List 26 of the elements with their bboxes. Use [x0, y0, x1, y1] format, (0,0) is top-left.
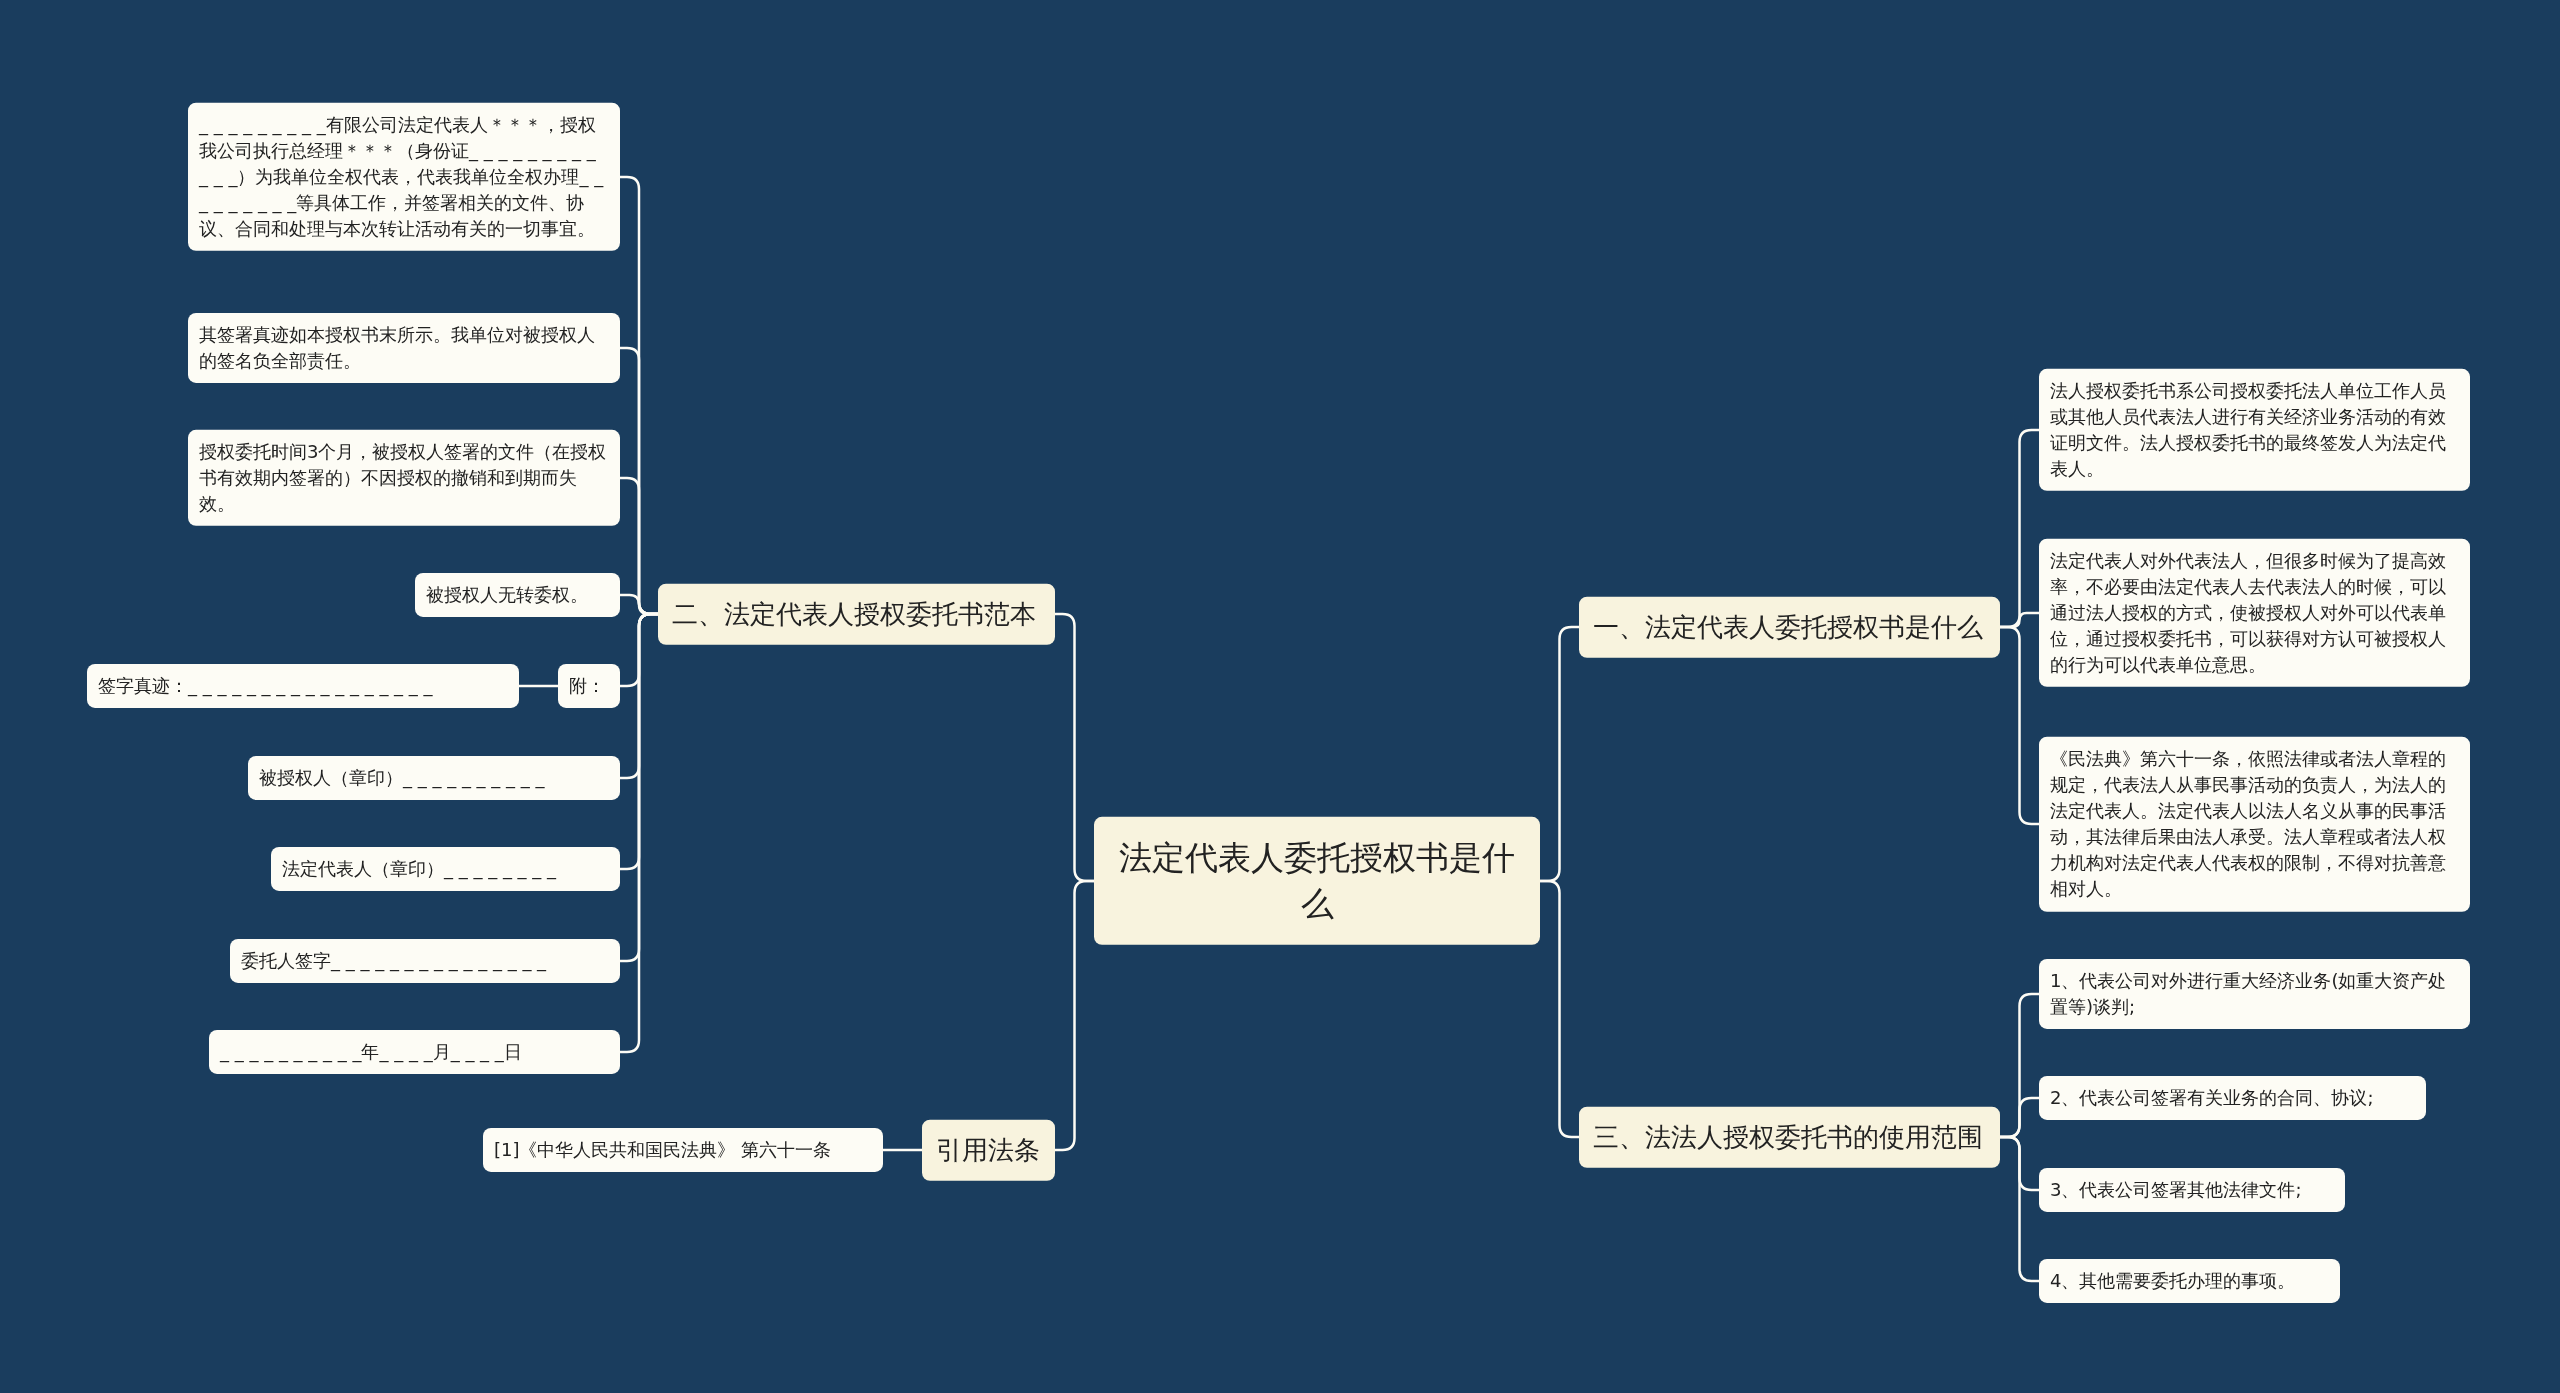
- topic-card: 委托人签字_ _ _ _ _ _ _ _ _ _ _ _ _ _ _: [230, 938, 620, 984]
- branch-topic: 三、法法人授权委托书的使用范围: [1579, 1106, 2000, 1168]
- topic-card: 3、代表公司签署其他法律文件;: [2039, 1167, 2345, 1213]
- central-topic: 法定代表人委托授权书是什么: [1094, 816, 1540, 946]
- topic-card: 法定代表人对外代表法人，但很多时候为了提高效率，不必要由法定代表人去代表法人的时候，可以通过法人授权的方式，使被授权人对外可以代表单位，通过授权委托书，可以获得对方认可被授权人的行为可以代表单位意思。: [2039, 538, 2470, 688]
- topic-card: [1]《中华人民共和国民法典》 第六十一条: [483, 1127, 883, 1173]
- topic-card: 签字真迹：_ _ _ _ _ _ _ _ _ _ _ _ _ _ _ _ _: [87, 663, 519, 709]
- topic-card: 被授权人（章印）_ _ _ _ _ _ _ _ _ _: [248, 755, 620, 801]
- topic-card: 授权委托时间3个月，被授权人签署的文件（在授权书有效期内签署的）不因授权的撤销和到期而失效。: [188, 429, 620, 527]
- topic-card: 法定代表人（章印）_ _ _ _ _ _ _ _: [271, 846, 620, 892]
- topic-card: 4、其他需要委托办理的事项。: [2039, 1258, 2340, 1304]
- topic-card: _ _ _ _ _ _ _ _ _有限公司法定代表人＊＊＊，授权我公司执行总经理＊＊＊（身份证_ _ _ _ _ _ _ _ _ _ _ _）为我单位全权代表，代表我单位全权办理_ _ _ _ _ _ _ _ _等具体工作，并签署相关的文件、协议、合同和处理与本次转让活动有关的一切事宜。: [188, 102, 620, 252]
- connector-line: [620, 612, 658, 1054]
- topic-card: 被授权人无转委权。: [415, 572, 620, 618]
- topic-card: 其签署真迹如本授权书末所示。我单位对被授权人的签名负全部责任。: [188, 312, 620, 384]
- topic-card: 1、代表公司对外进行重大经济业务(如重大资产处置等)谈判;: [2039, 958, 2470, 1030]
- topic-card: 附：: [558, 663, 620, 709]
- branch-topic: 引用法条: [922, 1119, 1055, 1181]
- connector-line: [883, 1148, 922, 1152]
- branch-topic: 一、法定代表人委托授权书是什么: [1579, 596, 2000, 658]
- topic-card: 法人授权委托书系公司授权委托法人单位工作人员或其他人员代表法人进行有关经济业务活动的有效证明文件。法人授权委托书的最终签发人为法定代表人。: [2039, 368, 2470, 492]
- branch-topic: 二、法定代表人授权委托书范本: [658, 583, 1055, 645]
- connector-line: [519, 684, 558, 688]
- topic-card: _ _ _ _ _ _ _ _ _ _年_ _ _ _月_ _ _ _日: [209, 1029, 620, 1075]
- topic-card: 2、代表公司签署有关业务的合同、协议;: [2039, 1075, 2426, 1121]
- topic-card: 《民法典》第六十一条，依照法律或者法人章程的规定，代表法人从事民事活动的负责人，为法人的法定代表人。法定代表人以法人名义从事的民事活动，其法律后果由法人承受。法人章程或者法人权力机构对法定代表人代表权的限制，不得对抗善意相对人。: [2039, 736, 2470, 912]
